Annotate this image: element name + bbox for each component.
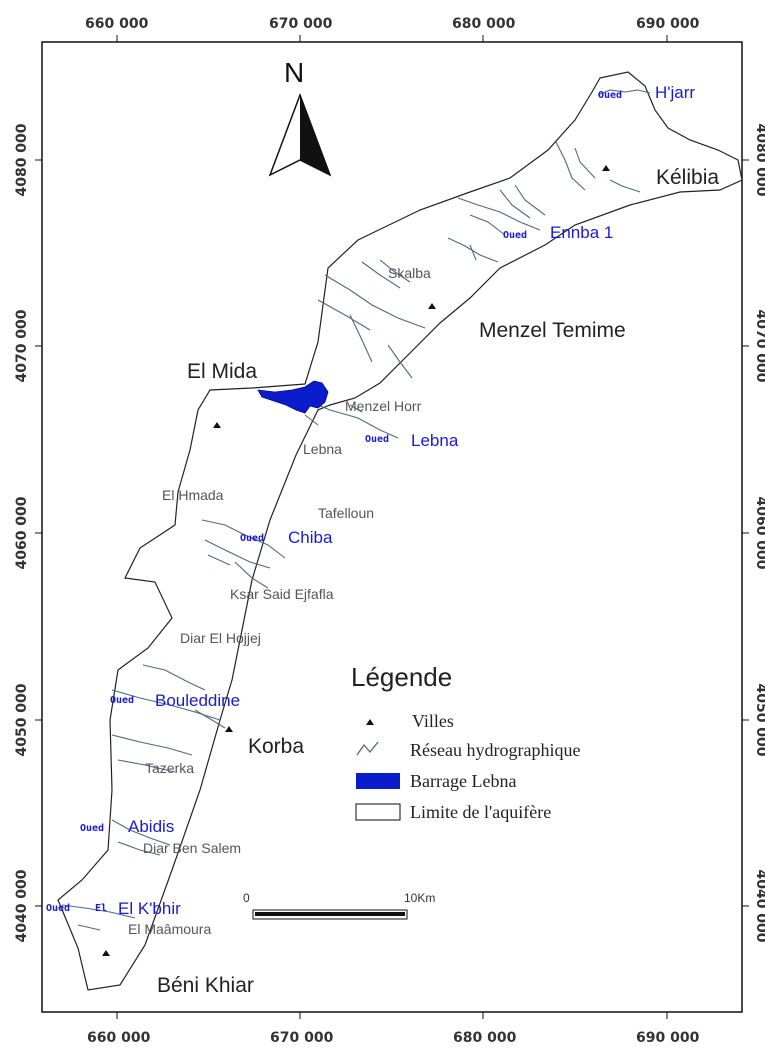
- scale-end-label: 10Km: [404, 891, 435, 905]
- legend-villes-symbol: [366, 719, 374, 725]
- legend-river-symbol: [356, 741, 379, 756]
- oued-prefix: Oued: [110, 695, 134, 706]
- right-tick-label: 4060 000: [753, 496, 765, 569]
- oued-label-lebna: Lebna: [411, 431, 459, 450]
- oued-prefix: Oued: [80, 823, 104, 834]
- top-tick-label: 660 000: [85, 16, 149, 32]
- scale-bar: 0 10Km: [243, 891, 435, 920]
- legend-barrage-label: Barrage Lebna: [410, 771, 516, 791]
- oued-label-abidis: Abidis: [128, 817, 174, 836]
- north-label: N: [284, 57, 304, 88]
- locality-label-el-hmada: El Hmada: [162, 487, 224, 503]
- town-label-el-mida: El Mida: [187, 360, 257, 383]
- locality-label-diar-el-hojjej: Diar El Hojjej: [180, 630, 261, 646]
- oued-prefix-el: El: [95, 903, 107, 914]
- town-label-korba: Korba: [248, 735, 304, 758]
- town-marker: [213, 422, 221, 428]
- town-marker: [602, 165, 610, 171]
- legend-barrage-symbol: [356, 773, 400, 789]
- right-tick-label: 4070 000: [753, 309, 765, 382]
- oued-prefix: Oued: [46, 903, 70, 914]
- aquifer-boundary: [57, 71, 743, 991]
- bottom-tick-label: 680 000: [453, 1030, 517, 1046]
- bottom-tick-label: 670 000: [270, 1030, 334, 1046]
- north-arrow-fill: [300, 95, 330, 175]
- legend-reseau-label: Réseau hydrographique: [410, 740, 580, 760]
- locality-label-skalba: Skalba: [388, 265, 431, 281]
- oued-label-kbhir: El K'bhir: [118, 899, 181, 918]
- locality-label-lebna: Lebna: [303, 441, 342, 457]
- town-markers: [102, 165, 610, 956]
- town-label-kelibia: Kélibia: [656, 166, 719, 189]
- left-axis: 4080 000 4070 000 4060 000 4050 000 4040…: [14, 123, 42, 943]
- locality-label-tazerka: Tazerka: [145, 760, 194, 776]
- barrage-lebna-reservoir: [257, 380, 329, 414]
- locality-label-diar-ben-salem: Diar Ben Salem: [143, 840, 241, 856]
- scale-start-label: 0: [243, 891, 250, 905]
- oued-label-chiba: Chiba: [288, 528, 333, 547]
- town-marker: [225, 726, 233, 732]
- left-tick-label: 4040 000: [14, 869, 30, 942]
- right-tick-label: 4040 000: [753, 869, 765, 942]
- left-tick-label: 4060 000: [14, 496, 30, 569]
- right-tick-label: 4050 000: [753, 683, 765, 756]
- locality-label-tafelloun: Tafelloun: [318, 505, 374, 521]
- scale-bar-fill: [255, 912, 405, 916]
- town-label-beni-khiar: Béni Khiar: [157, 974, 254, 997]
- locality-label-menzel-horr: Menzel Horr: [345, 398, 422, 414]
- right-tick-label: 4080 000: [753, 123, 765, 196]
- oued-prefix: Oued: [365, 434, 389, 445]
- left-tick-label: 4050 000: [14, 683, 30, 756]
- right-axis: 4080 000 4070 000 4060 000 4050 000 4040…: [742, 123, 765, 943]
- oued-prefix: Oued: [598, 90, 622, 101]
- oued-label-ennba: Ennba 1: [550, 223, 613, 242]
- top-tick-label: 690 000: [636, 16, 700, 32]
- legend-limite-symbol: [355, 803, 401, 821]
- top-axis: 660 000 670 000 680 000 690 000: [85, 16, 700, 42]
- town-marker: [102, 950, 110, 956]
- locality-label-el-maamoura: El Maâmoura: [128, 921, 211, 937]
- legend: Légende Villes Réseau hydrographique Bar…: [351, 662, 580, 822]
- oued-label-bouleddine: Bouleddine: [155, 691, 240, 710]
- town-marker: [428, 303, 436, 309]
- north-arrow: N: [268, 57, 332, 177]
- legend-title: Légende: [351, 662, 452, 692]
- bottom-axis: 660 000 670 000 680 000 690 000: [87, 1012, 700, 1046]
- town-label-menzel-temime: Menzel Temime: [479, 319, 626, 342]
- legend-villes-label: Villes: [412, 711, 454, 731]
- legend-limite-label: Limite de l'aquifère: [410, 802, 551, 822]
- left-tick-label: 4080 000: [14, 123, 30, 196]
- locality-label-ksar-said: Ksar Said Ejfafla: [230, 586, 334, 602]
- oued-prefix: Oued: [503, 230, 527, 241]
- oued-label-hjarr: H'jarr: [655, 83, 695, 102]
- oued-prefix: Oued: [240, 533, 264, 544]
- bottom-tick-label: 690 000: [636, 1030, 700, 1046]
- bottom-tick-label: 660 000: [87, 1030, 151, 1046]
- top-tick-label: 670 000: [269, 16, 333, 32]
- top-tick-label: 680 000: [452, 16, 516, 32]
- left-tick-label: 4070 000: [14, 309, 30, 382]
- hydrographic-network: [61, 89, 651, 931]
